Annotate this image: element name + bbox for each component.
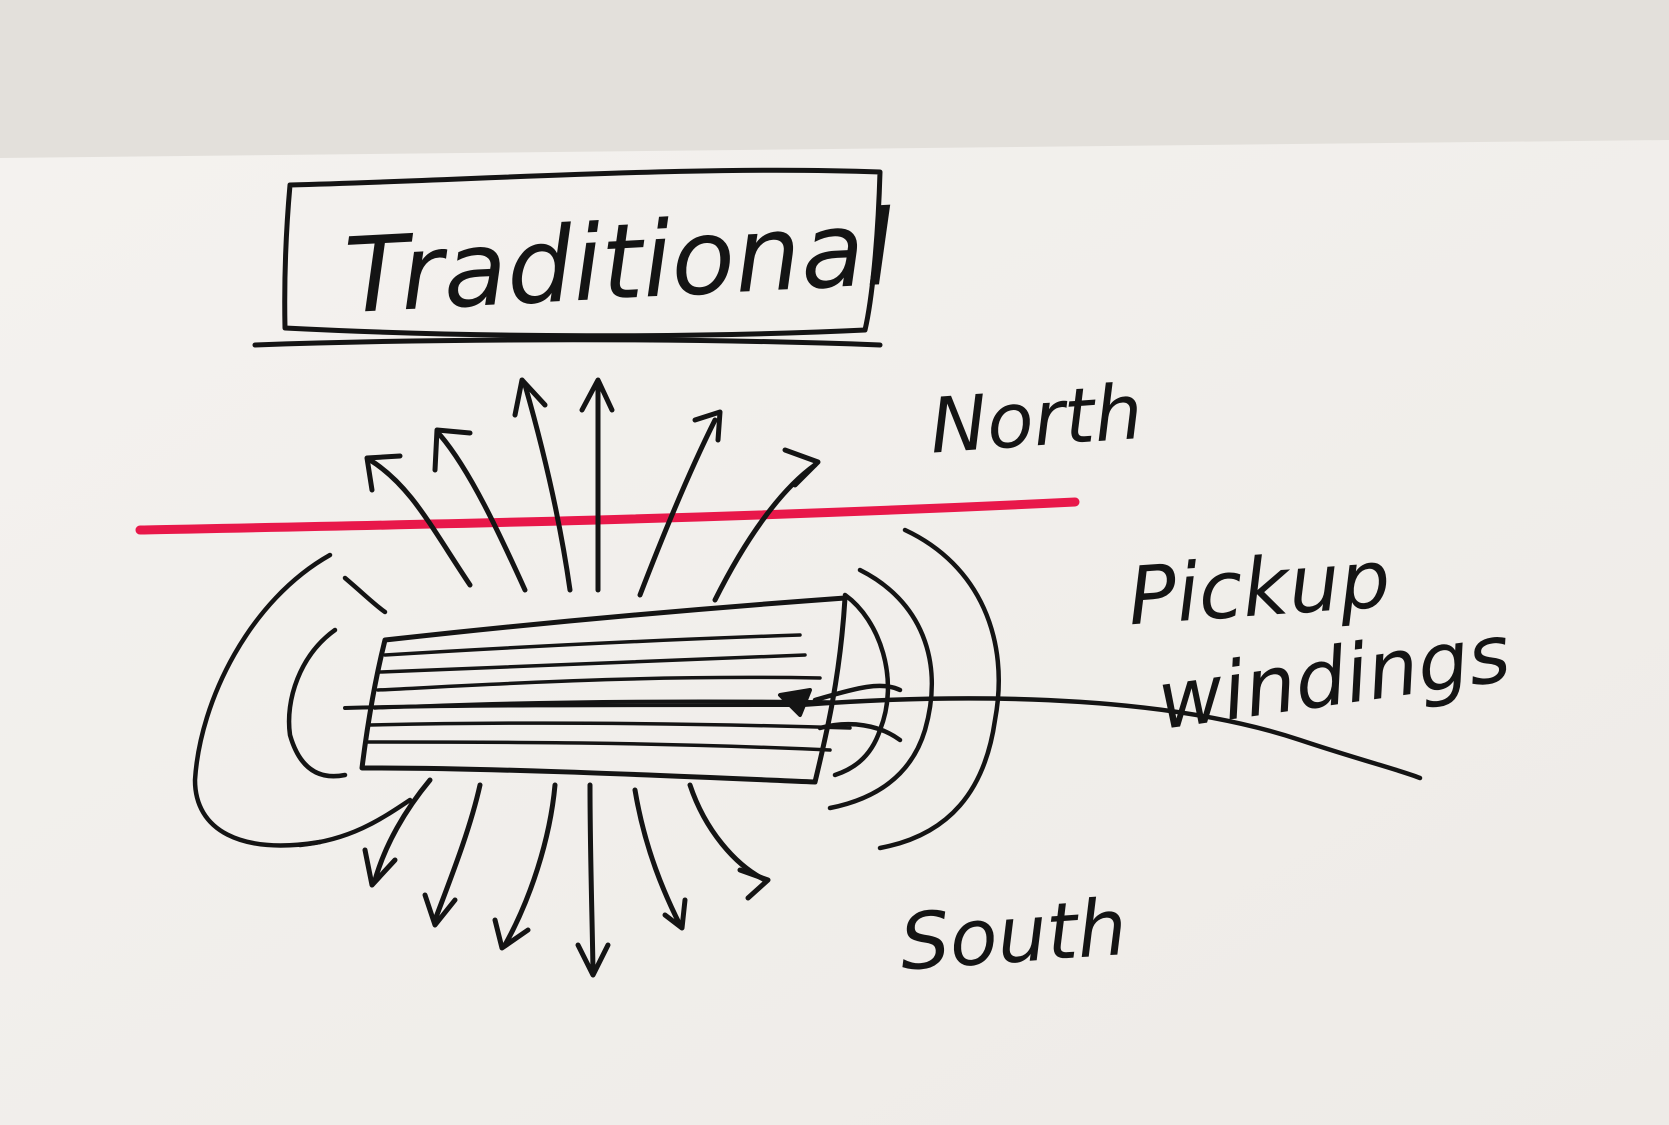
red-string-line [135, 497, 1080, 535]
pickup-lead-wire [797, 696, 1423, 781]
side-field-loops [192, 527, 1001, 851]
pickup-coil [343, 595, 852, 785]
south-field-arrows [362, 777, 771, 978]
north-label: North [927, 367, 1145, 471]
north-field-arrows [364, 377, 821, 603]
title-box [252, 167, 883, 348]
pickup-label-line1: Pickup [1125, 532, 1393, 643]
south-label: South [897, 883, 1129, 989]
paper-sheet [0, 140, 1669, 1125]
title-label: Traditional [342, 187, 896, 338]
